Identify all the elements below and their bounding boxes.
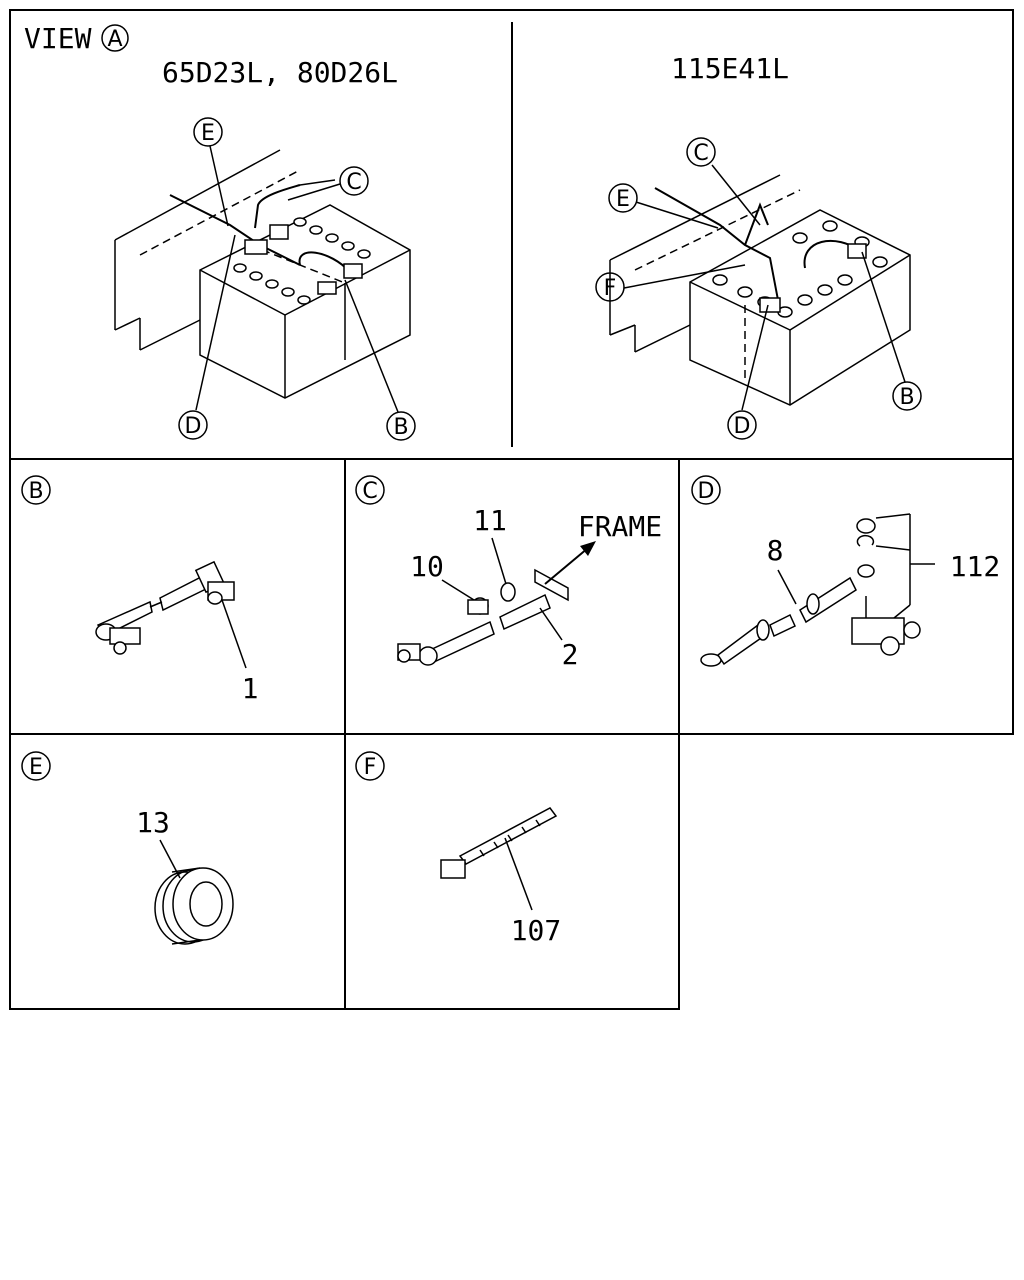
svg-text:E: E — [616, 187, 630, 212]
svg-text:C: C — [693, 141, 708, 166]
svg-text:D: D — [185, 414, 202, 439]
leader-lines-right — [623, 164, 906, 411]
part-number-11: 11 — [473, 504, 507, 537]
detail-c: C 11 10 2 FRAME — [355, 475, 662, 671]
battery-cell-caps — [233, 217, 371, 305]
bracket-112 — [875, 513, 935, 619]
battery-drawing-left — [169, 179, 411, 399]
detail-e: E 13 — [21, 751, 234, 945]
ground-cable-drawing — [397, 568, 569, 666]
frame-label: FRAME — [578, 510, 662, 543]
callout-f-right: F — [595, 272, 625, 302]
panel-title-right: 115E41L — [671, 52, 789, 85]
svg-text:B: B — [899, 385, 914, 410]
cable-tie-drawing — [440, 807, 558, 879]
battery-cell-caps-right — [712, 220, 888, 318]
detail-c-marker: C — [362, 479, 377, 504]
grommet-drawing — [154, 867, 234, 945]
detail-d: D 8 112 — [691, 475, 1001, 667]
svg-text:E: E — [201, 121, 215, 146]
panel-grid — [9, 9, 1014, 1010]
panel-65d23l-80d26l: 65D23L, 80D26L — [114, 56, 416, 441]
callout-b-left: B — [386, 411, 416, 441]
svg-text:C: C — [346, 170, 361, 195]
part-number-13: 13 — [136, 806, 170, 839]
part-number-10: 10 — [410, 550, 444, 583]
callout-c-right: C — [686, 137, 716, 167]
frame-arrow — [544, 541, 596, 585]
detail-f-marker: F — [364, 755, 377, 780]
detail-d-marker: D — [698, 479, 715, 504]
callout-b-right: B — [892, 381, 922, 411]
panel-title-left: 65D23L, 80D26L — [162, 56, 398, 89]
svg-text:B: B — [393, 415, 408, 440]
battery-cable-drawing — [95, 560, 235, 655]
callout-e-left: E — [193, 117, 223, 147]
svg-text:F: F — [604, 276, 617, 301]
view-marker: A — [107, 27, 122, 52]
panel-115e41l: 115E41L — [595, 52, 922, 440]
part-number-112: 112 — [950, 550, 1001, 583]
part-number-1: 1 — [242, 672, 259, 705]
battery-drawing-right — [654, 187, 911, 406]
part-number-8: 8 — [767, 534, 784, 567]
view-header: VIEW A — [24, 22, 129, 55]
earth-cable-drawing — [700, 518, 921, 667]
part-number-107: 107 — [511, 914, 562, 947]
callout-e-right: E — [608, 183, 638, 213]
frame-rail-drawing-right — [609, 174, 801, 353]
detail-e-marker: E — [29, 755, 43, 780]
leader-lines-left — [195, 145, 399, 413]
detail-b-marker: B — [28, 479, 43, 504]
callout-d-left: D — [178, 410, 208, 440]
callout-c-left: C — [339, 166, 369, 196]
part-number-2: 2 — [562, 638, 579, 671]
callout-d-right: D — [727, 410, 757, 440]
detail-f: F 107 — [355, 751, 562, 947]
view-label: VIEW — [24, 22, 92, 55]
frame-rail-drawing — [114, 149, 301, 351]
detail-b: B 1 — [21, 475, 259, 705]
svg-text:D: D — [734, 414, 751, 439]
